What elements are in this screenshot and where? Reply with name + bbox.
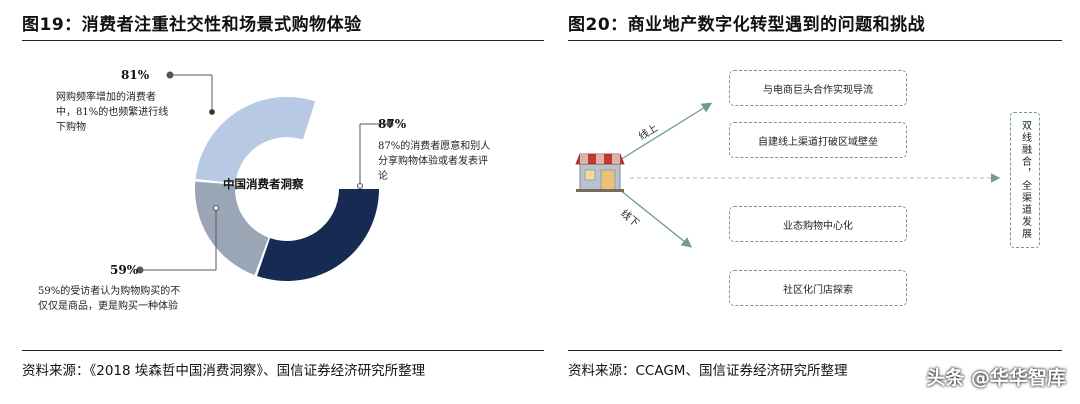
watermark: 头条 @华华智库 (926, 367, 1066, 389)
callout-59-text: 59%的受访者认为购物购买的不仅仅是商品，更是购买一种体验 (38, 286, 181, 312)
figure-20-panel: 图20：商业地产数字化转型遇到的问题和挑战 线上 线下 与电商巨头合作实现导流 … (568, 0, 1062, 404)
online-arrow (619, 102, 713, 161)
source-rule (568, 350, 1062, 351)
box-ecommerce-partnership-text: 与电商巨头合作实现导流 (763, 84, 873, 96)
callout-87-text: 87%的消费者愿意和别人分享购物体验或者发表评论 (378, 141, 491, 182)
storefront-icon (575, 153, 625, 192)
figure-20-title: 图20：商业地产数字化转型遇到的问题和挑战 (568, 15, 926, 35)
figure-19-source: 资料来源：《2018 埃森哲中国消费洞察》、国信证券经济研究所整理 (22, 363, 426, 379)
callout-87-pct: 87% (378, 117, 407, 131)
figure-19-panel: 图19：消费者注重社交性和场景式购物体验 中国消费者洞察 81% 网购频率增加的… (22, 0, 544, 404)
leader-end-59 (213, 205, 219, 211)
donut-segment-81 (195, 96, 316, 184)
leader-dot-81 (166, 71, 174, 79)
offline-arrow (619, 189, 693, 248)
box-ecommerce-partnership: 与电商巨头合作实现导流 (729, 70, 907, 106)
side-box-omnichannel-text: 双线融合，全渠道发展 (1019, 120, 1031, 240)
callout-81-pct: 81% (121, 68, 150, 82)
box-own-online-channel: 自建线上渠道打破区域壁垒 (729, 122, 907, 158)
source-rule (22, 350, 544, 351)
donut-center-label: 中国消费者洞察 (223, 177, 304, 191)
box-own-online-channel-text: 自建线上渠道打破区域壁垒 (758, 136, 878, 148)
figure-20-source: 资料来源：CCAGM、国信证券经济研究所整理 (568, 363, 848, 379)
figure-19-title: 图19：消费者注重社交性和场景式购物体验 (22, 15, 362, 35)
side-box-omnichannel: 双线融合，全渠道发展 (1010, 112, 1040, 248)
box-community-store: 社区化门店探索 (729, 270, 907, 306)
callout-81-text: 网购频率增加的消费者中，81%的也频繁进行线下购物 (56, 92, 169, 133)
leader-lines (136, 71, 394, 274)
box-mall-format-text: 业态购物中心化 (783, 220, 853, 232)
box-mall-format: 业态购物中心化 (729, 206, 907, 242)
title-rule (22, 40, 544, 41)
donut-arcs (195, 96, 379, 281)
title-rule (568, 40, 1062, 41)
leader-dot-87 (386, 120, 394, 128)
leader-end-87 (357, 183, 363, 189)
leader-dot-59 (136, 266, 144, 274)
donut-segment-59 (195, 181, 269, 276)
box-community-store-text: 社区化门店探索 (783, 284, 853, 296)
callout-59-pct: 59% (110, 263, 139, 277)
donut-chart (136, 71, 394, 281)
donut-segment-87 (257, 189, 379, 281)
flow-diagram (575, 102, 1001, 248)
leader-end-81 (209, 109, 215, 115)
